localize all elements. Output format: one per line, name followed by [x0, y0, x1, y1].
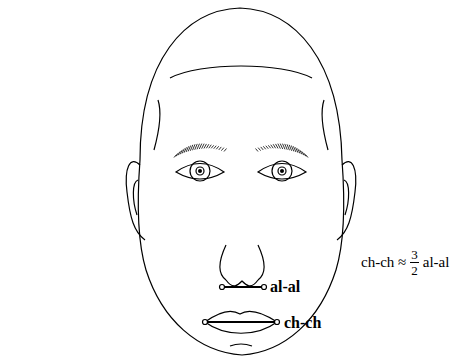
eyebrow-hair — [211, 145, 214, 148]
eyebrow-hair — [261, 147, 264, 150]
eyebrow-hair — [258, 148, 261, 151]
formula-term: al-al — [423, 255, 450, 270]
eyebrow-hair — [263, 146, 266, 149]
ch-ch-measure-line — [205, 321, 277, 323]
eyebrow-hair — [256, 149, 259, 152]
right-ear-inner — [344, 180, 349, 215]
eyebrow-hair — [224, 149, 227, 152]
left-iris — [190, 161, 210, 181]
eyebrow-hair — [221, 148, 224, 151]
left-ear-inner — [133, 180, 138, 215]
eyebrow-hair — [216, 146, 219, 149]
eyebrow-hair — [271, 145, 274, 149]
fraction: 32 — [410, 248, 419, 277]
nose-base — [226, 280, 258, 286]
measure-point — [262, 285, 267, 290]
right-nose-side — [258, 245, 264, 280]
eyebrow-hair — [204, 144, 207, 149]
eyebrow-hair — [178, 151, 181, 155]
right-ear — [337, 162, 356, 240]
measure-point — [220, 285, 225, 290]
eyebrow-hair — [273, 144, 276, 148]
eyebrow-hair — [302, 151, 305, 155]
right-iris — [272, 161, 292, 181]
eyebrow-hair — [300, 150, 303, 155]
formula-term: ch-ch ≈ — [361, 255, 406, 270]
ratio-formula: ch-ch ≈ 32 al-al — [361, 248, 449, 277]
eyebrow-hair — [268, 145, 271, 148]
fraction-numerator: 3 — [410, 248, 419, 263]
left-pupil — [198, 169, 202, 173]
measure-label: ch-ch — [284, 315, 321, 331]
eyebrow-hair — [280, 144, 283, 149]
hairline — [170, 66, 312, 78]
right-pupil — [280, 169, 284, 173]
upper-lip — [205, 311, 277, 322]
eyebrow-hair — [180, 150, 183, 155]
eyebrow-hair — [202, 144, 205, 149]
eyebrows — [174, 144, 308, 158]
left-eye — [176, 164, 224, 180]
left-ear — [126, 162, 145, 240]
measure-point — [275, 320, 280, 325]
chin-crease — [230, 344, 252, 346]
eyebrow-hair — [266, 146, 269, 149]
eyebrow-hair — [206, 144, 209, 148]
measure-label: al-al — [270, 279, 300, 295]
hair-side-right — [322, 100, 328, 150]
left-nose-side — [220, 245, 226, 280]
right-eye — [258, 164, 306, 180]
head-outline — [138, 8, 344, 355]
hair-side-left — [154, 100, 160, 150]
right-pupil-ring — [278, 167, 286, 175]
eyebrow-hair — [214, 146, 217, 149]
left-pupil-ring — [196, 167, 204, 175]
fraction-denominator: 2 — [411, 263, 418, 277]
eyebrow-hair — [199, 144, 202, 149]
eyebrow-hair — [278, 144, 281, 149]
al-al-measure-line — [222, 286, 264, 288]
eyebrow-hair — [219, 147, 222, 150]
lower-lip — [205, 322, 277, 333]
measure-point — [203, 320, 208, 325]
eyebrow-hair — [276, 144, 279, 149]
eyebrow-hair — [209, 145, 212, 149]
